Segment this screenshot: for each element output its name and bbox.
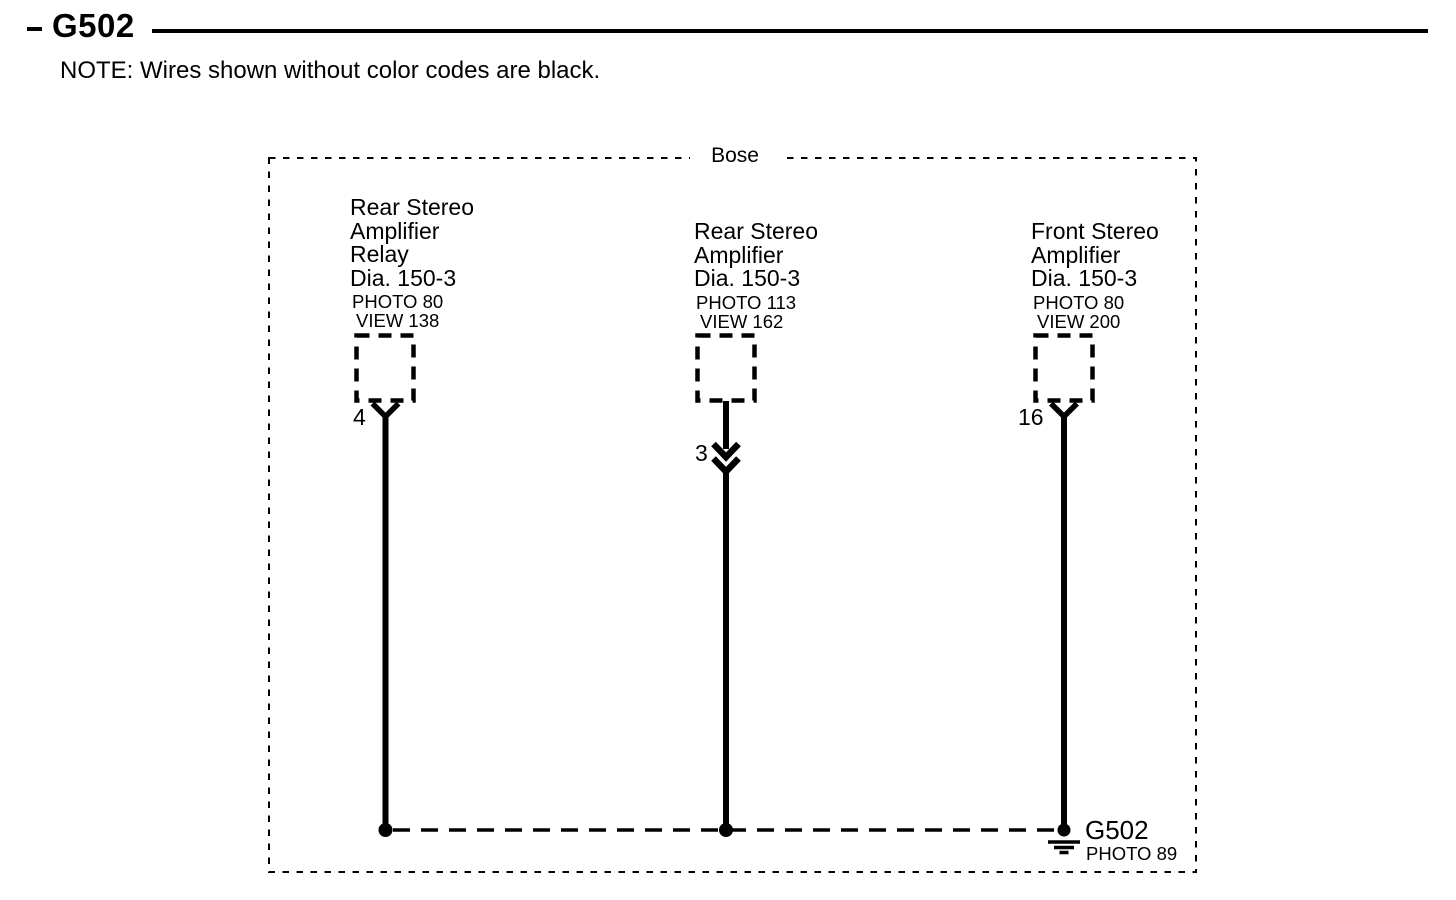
note-text: NOTE: Wires shown without color codes ar… xyxy=(60,57,601,84)
component-name-line: Dia. 150-3 xyxy=(694,265,801,291)
junction-dot xyxy=(378,823,393,837)
ground-label: G502 xyxy=(1085,815,1149,845)
component-name-line: Amplifier xyxy=(1031,241,1121,268)
component-name-line: Rear Stereo xyxy=(694,218,819,244)
component-name-line: Amplifier xyxy=(694,241,784,268)
component-name-line: Dia. 150-3 xyxy=(350,264,457,291)
male-terminal-arrow-icon xyxy=(711,441,741,462)
junction-dot xyxy=(719,823,733,837)
component-name-line: Rear Stereo xyxy=(350,194,475,220)
component-photo-ref: PHOTO 80 xyxy=(1033,291,1125,313)
component-name-line: Dia. 150-3 xyxy=(1031,265,1138,291)
component-name-line: Relay xyxy=(350,241,409,267)
component-label-rear-stereo-amplifier-relay: Rear Stereo Amplifier Relay Dia. 150-3 P… xyxy=(350,194,475,331)
component-view-ref: VIEW 138 xyxy=(356,310,440,331)
component-label-rear-stereo-amplifier: Rear Stereo Amplifier Dia. 150-3 PHOTO 1… xyxy=(694,218,819,332)
component-photo-ref: PHOTO 80 xyxy=(352,291,444,312)
connector-box-front-stereo-amplifier xyxy=(1033,333,1095,403)
component-name-line: Front Stereo xyxy=(1031,218,1159,244)
ground-point-dot xyxy=(1057,823,1071,837)
pin-number-rear-stereo-amplifier-relay: 4 xyxy=(353,404,366,430)
component-photo-ref: PHOTO 113 xyxy=(696,291,797,313)
female-terminal-icon xyxy=(370,401,401,421)
page-title: G502 xyxy=(52,7,135,44)
pin-number-front-stereo-amplifier: 16 xyxy=(1018,404,1044,430)
component-view-ref: VIEW 200 xyxy=(1037,310,1121,332)
female-terminal-icon xyxy=(1049,401,1079,421)
component-name-line: Amplifier xyxy=(350,217,440,244)
component-view-ref: VIEW 162 xyxy=(700,310,784,332)
title-dash-mark xyxy=(27,27,42,31)
title-rule-line xyxy=(152,29,1428,33)
ground-photo-ref: PHOTO 89 xyxy=(1086,843,1178,864)
bose-label: Bose xyxy=(690,144,780,168)
connector-box-rear-stereo-amplifier xyxy=(695,333,757,403)
connector-box-rear-stereo-amplifier-relay xyxy=(354,333,416,403)
component-label-front-stereo-amplifier: Front Stereo Amplifier Dia. 150-3 PHOTO … xyxy=(1031,218,1159,332)
pin-number-rear-stereo-amplifier: 3 xyxy=(695,440,708,466)
